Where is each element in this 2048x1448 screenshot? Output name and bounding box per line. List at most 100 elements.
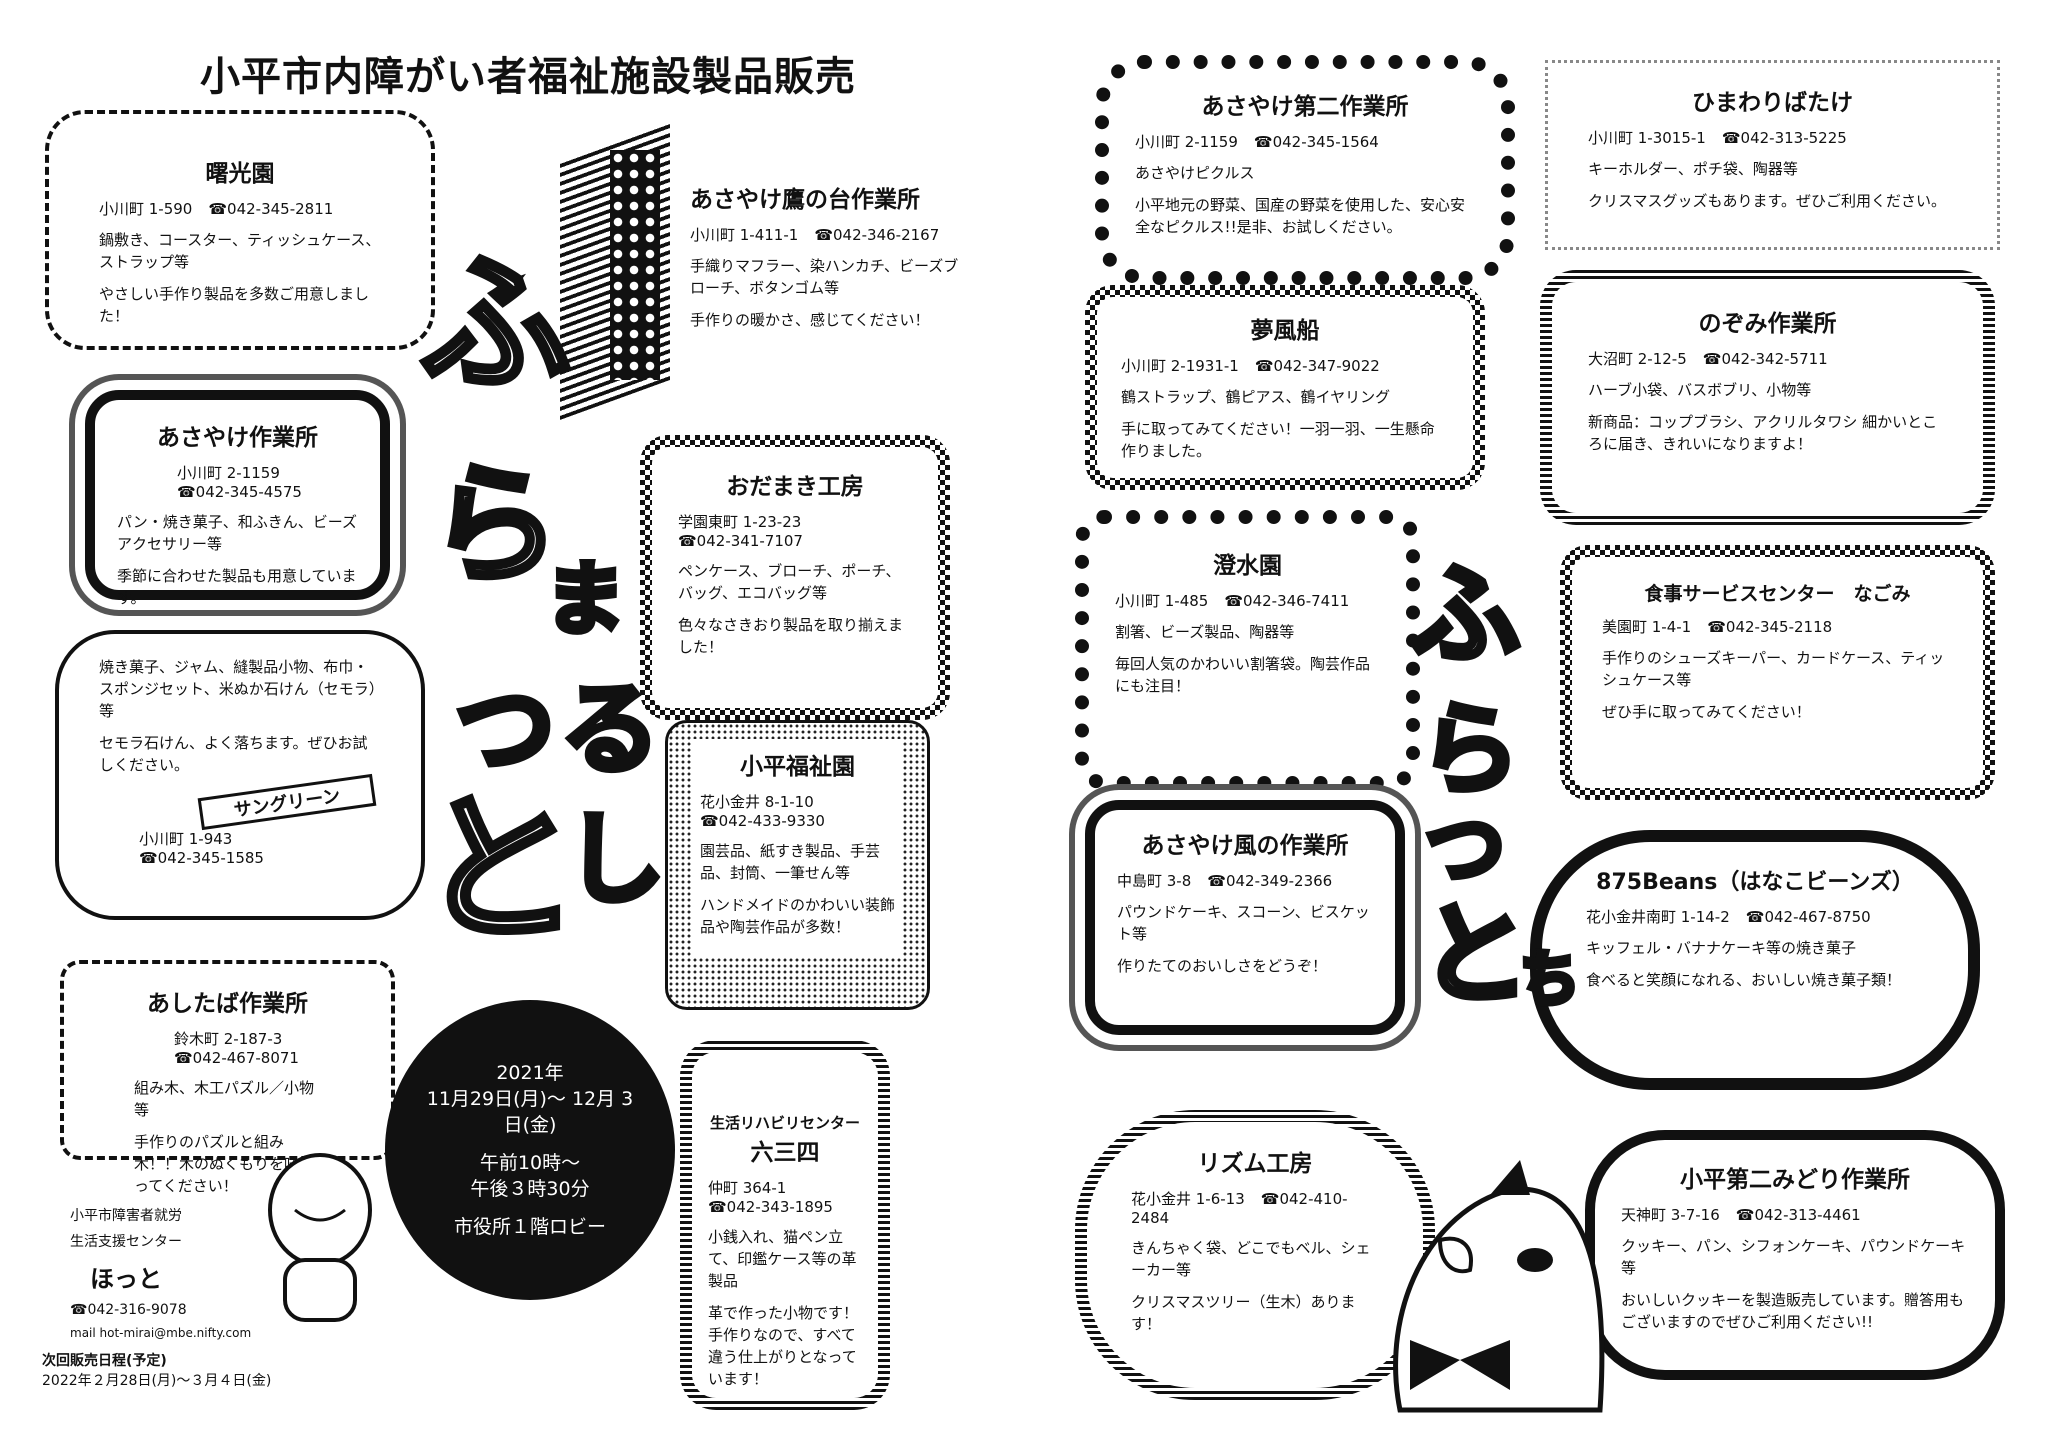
deco-letter: と xyxy=(1417,891,1533,1019)
shop-desc: パウンドケーキ、スコーン、ビスケット等 xyxy=(1117,903,1370,943)
shop-midori: 小平第二みどり作業所 天神町 3-7-16☎042-313-4461 クッキー、… xyxy=(1585,1130,2005,1380)
shop-name: リズム工房 xyxy=(1197,1151,1313,1177)
shop-desc: 手作りの暖かさ、感じてください！ xyxy=(690,311,930,329)
shop-address: 小川町 2-1159 xyxy=(177,464,280,482)
shop-fukushien: 小平福祉園 花小金井 8-1-10☎042-433-9330 園芸品、紙すき製品… xyxy=(665,720,930,1010)
shop-desc: 手作りのシューズキーパー、カードケース、ティッシュケース等 xyxy=(1602,649,1945,689)
shop-tel: ☎042-345-1564 xyxy=(1253,133,1379,151)
shop-desc: 園芸品、紙すき製品、手芸品、封筒、一筆せん等 xyxy=(700,842,881,882)
shop-odamaki: おだまき工房 学園東町 1-23-23☎042-341-7107 ペンケース、ブ… xyxy=(640,435,950,720)
shop-tel: ☎042-410-2484 xyxy=(1131,1190,1348,1227)
shop-address: 鈴木町 2-187-3 xyxy=(174,1030,283,1048)
shop-kaze: あさやけ風の作業所 中島町 3-8☎042-349-2366 パウンドケーキ、ス… xyxy=(1085,800,1405,1035)
deco-letter: ふ xyxy=(417,238,573,412)
shop-yumefusen: 夢風船 小川町 2-1931-1 ☎042-347-9022 鶴ストラップ、鶴ピア… xyxy=(1085,285,1485,490)
shop-tel: ☎042-345-2811 xyxy=(208,200,334,218)
shop-name: あしたば作業所 xyxy=(147,991,308,1017)
bird-mascot xyxy=(1393,1160,1605,1413)
deco-letter: と xyxy=(417,776,583,963)
shop-rokusanshi: 生活リハビリセンター 六三四 仲町 364-1☎042-343-1895 小銭入… xyxy=(680,1040,890,1410)
shop-chosuien: 澄水園 小川町 1-485☎042-346-7411 割箸、ビーズ製品、陶器等 … xyxy=(1075,510,1420,790)
shop-desc: 手作りのパズルと組み木！！木のぬくもりを味わってください！ xyxy=(134,1133,315,1195)
next-sale: 次回販売日程(予定) 2022年２月28日(月)～３月４日(金) xyxy=(42,1350,271,1390)
shop-name: あさやけ第二作業所 xyxy=(1201,94,1409,120)
shop-tel: ☎042-433-9330 xyxy=(700,812,825,830)
shop-name: ひまわりばたけ xyxy=(1692,90,1853,116)
shop-desc: 毎回人気のかわいい割箸袋。陶芸作品にも注目！ xyxy=(1115,655,1371,695)
shop-name: あさやけ作業所 xyxy=(157,425,318,451)
shop-desc: 小銭入れ、猫ペン立て、印鑑ケース等の革製品 xyxy=(708,1228,857,1290)
shop-tel: ☎042-467-8071 xyxy=(174,1049,299,1067)
shop-tel: ☎042-346-7411 xyxy=(1224,592,1350,610)
shop-address: 花小金井 1-6-13 xyxy=(1131,1190,1245,1208)
shop-himawari: ひまわりばたけ 小川町 1-3015-1☎042-313-5225 キーホルダー… xyxy=(1545,60,2000,250)
event-time-end: 午後３時30分 xyxy=(470,1178,590,1200)
shop-tel: ☎042-347-9022 xyxy=(1254,357,1380,375)
page-title: 小平市内障がい者福祉施設製品販売 xyxy=(200,54,856,100)
shop-takanodai: あさやけ鷹の台作業所 小川町 1-411-1 ☎042-346-2167 手織りマ… xyxy=(690,180,960,390)
shop-name: 夢風船 xyxy=(1250,318,1320,344)
shop-name: 875Beans（はなこビーンズ） xyxy=(1596,870,1914,895)
shop-desc: ぜひ手に取ってみてください！ xyxy=(1602,703,1811,721)
deco-letter: ら xyxy=(1417,691,1523,808)
shop-tel: ☎042-313-4461 xyxy=(1735,1206,1861,1224)
shop-desc: 新商品：コップブラシ、アクリルタワシ 細かいところに届き、きれいになりますよ！ xyxy=(1588,413,1938,453)
event-dates: 11月29日(月)～ 12月 3日(金) xyxy=(426,1088,634,1136)
shop-name: 小平福祉園 xyxy=(740,754,855,780)
shop-desc: クリスマスツリー（生木）あります！ xyxy=(1131,1293,1356,1333)
shop-desc: きんちゃく袋、どこでもベル、シェーカー等 xyxy=(1131,1239,1371,1279)
shop-hanako: 875Beans（はなこビーンズ） 花小金井南町 1-14-2 ☎042-467-… xyxy=(1530,830,1980,1090)
shop-name: 六三四 xyxy=(750,1140,820,1166)
shop-address: 小川町 2-1159 xyxy=(1135,133,1238,151)
shop-tel: ☎042-345-4575 xyxy=(177,483,302,501)
shop-desc: ペンケース、ブローチ、ポーチ、バッグ、エコバッグ等 xyxy=(678,562,901,602)
shop-desc: 鶴ストラップ、鶴ピアス、鶴イヤリング xyxy=(1121,388,1391,406)
shop-address: 花小金井 8-1-10 xyxy=(700,793,814,811)
shop-address: 小川町 2-1931-1 xyxy=(1121,357,1239,375)
shop-rhythm: リズム工房 花小金井 1-6-13☎042-410-2484 きんちゃく袋、どこ… xyxy=(1075,1110,1435,1400)
shop-desc: 色々なさきおり製品を取り揃えました！ xyxy=(678,616,904,656)
shop-name: のぞみ作業所 xyxy=(1698,311,1837,337)
shop-address: 小川町 1-411-1 xyxy=(690,226,799,244)
shop-sungreen: 焼き菓子、ジャム、縫製品小物、布巾・スポンジセット、米ぬか石けん（セモラ）等 セ… xyxy=(55,630,425,920)
shop-name: あさやけ鷹の台作業所 xyxy=(690,187,920,213)
shop-address: 学園東町 1-23-23 xyxy=(678,513,802,531)
shop-nozomi: のぞみ作業所 大沼町 2-12-5☎042-342-5711 ハーブ小袋、バスボ… xyxy=(1540,270,1995,525)
shop-nagomi: 食事サービスセンター なごみ 美園町 1-4-1☎042-345-2118 手作… xyxy=(1560,545,1995,800)
center-line2: 生活支援センター xyxy=(70,1234,182,1250)
shop-desc: クリスマスグッズもあります。ぜひご利用ください。 xyxy=(1588,192,1947,210)
next-sale-label: 次回販売日程(予定) xyxy=(42,1353,167,1369)
shop-address: 中島町 3-8 xyxy=(1117,872,1192,890)
shop-desc: 手に取ってみてください！一羽一羽、一生懸命作りました。 xyxy=(1121,420,1435,460)
shop-desc: キッフェル・バナナケーキ等の焼き菓子 xyxy=(1586,939,1857,957)
shop-desc: 小平地元の野菜、国産の野菜を使用した、安心安全なピクルス!!是非、お試しください… xyxy=(1135,196,1466,236)
shop-name: 曙光園 xyxy=(205,161,275,187)
center-mail: mail hot-mirai@mbe.nifty.com xyxy=(70,1326,252,1340)
shop-address: 美園町 1-4-1 xyxy=(1602,618,1692,636)
shop-address: 小川町 1-590 xyxy=(99,200,193,218)
shop-name: 小平第二みどり作業所 xyxy=(1680,1167,1910,1193)
shop-address: 天神町 3-7-16 xyxy=(1621,1206,1720,1224)
event-schedule: 2021年 11月29日(月)～ 12月 3日(金) 午前10時～ 午後３時30… xyxy=(385,1000,675,1300)
shop-desc: 割箸、ビーズ製品、陶器等 xyxy=(1115,623,1295,641)
event-time-start: 午前10時～ xyxy=(479,1152,581,1174)
shop-tel: ☎042-313-5225 xyxy=(1721,129,1847,147)
event-year: 2021年 xyxy=(496,1062,564,1084)
deco-letter: つ xyxy=(452,671,558,788)
shop-desc: セモラ石けん、よく落ちます。ぜひお試しください。 xyxy=(99,734,368,774)
deco-letter: る xyxy=(557,671,663,788)
shop-address: 花小金井南町 1-14-2 xyxy=(1586,908,1730,926)
shop-name: おだまき工房 xyxy=(726,474,864,500)
shop-tel: ☎042-343-1895 xyxy=(708,1198,833,1216)
shop-desc: ハンドメイドのかわいい装飾品や陶芸作品が多数！ xyxy=(700,896,896,936)
deco-dots xyxy=(610,150,660,380)
deco-letter: し xyxy=(562,801,668,918)
shop-desc: 手織りマフラー、染ハンカチ、ビーズブローチ、ボタンゴム等 xyxy=(690,257,959,297)
shop-address: 小川町 1-3015-1 xyxy=(1588,129,1706,147)
shop-tel: ☎042-467-8750 xyxy=(1745,908,1871,926)
shop-address: 仲町 364-1 xyxy=(708,1179,787,1197)
deco-letter: ら xyxy=(427,449,563,601)
shop-name: 食事サービスセンター なごみ xyxy=(1644,583,1911,605)
shop-desc: 季節に合わせた製品も用意しています。 xyxy=(117,567,357,607)
shop-tel: ☎042-346-2167 xyxy=(814,226,940,244)
